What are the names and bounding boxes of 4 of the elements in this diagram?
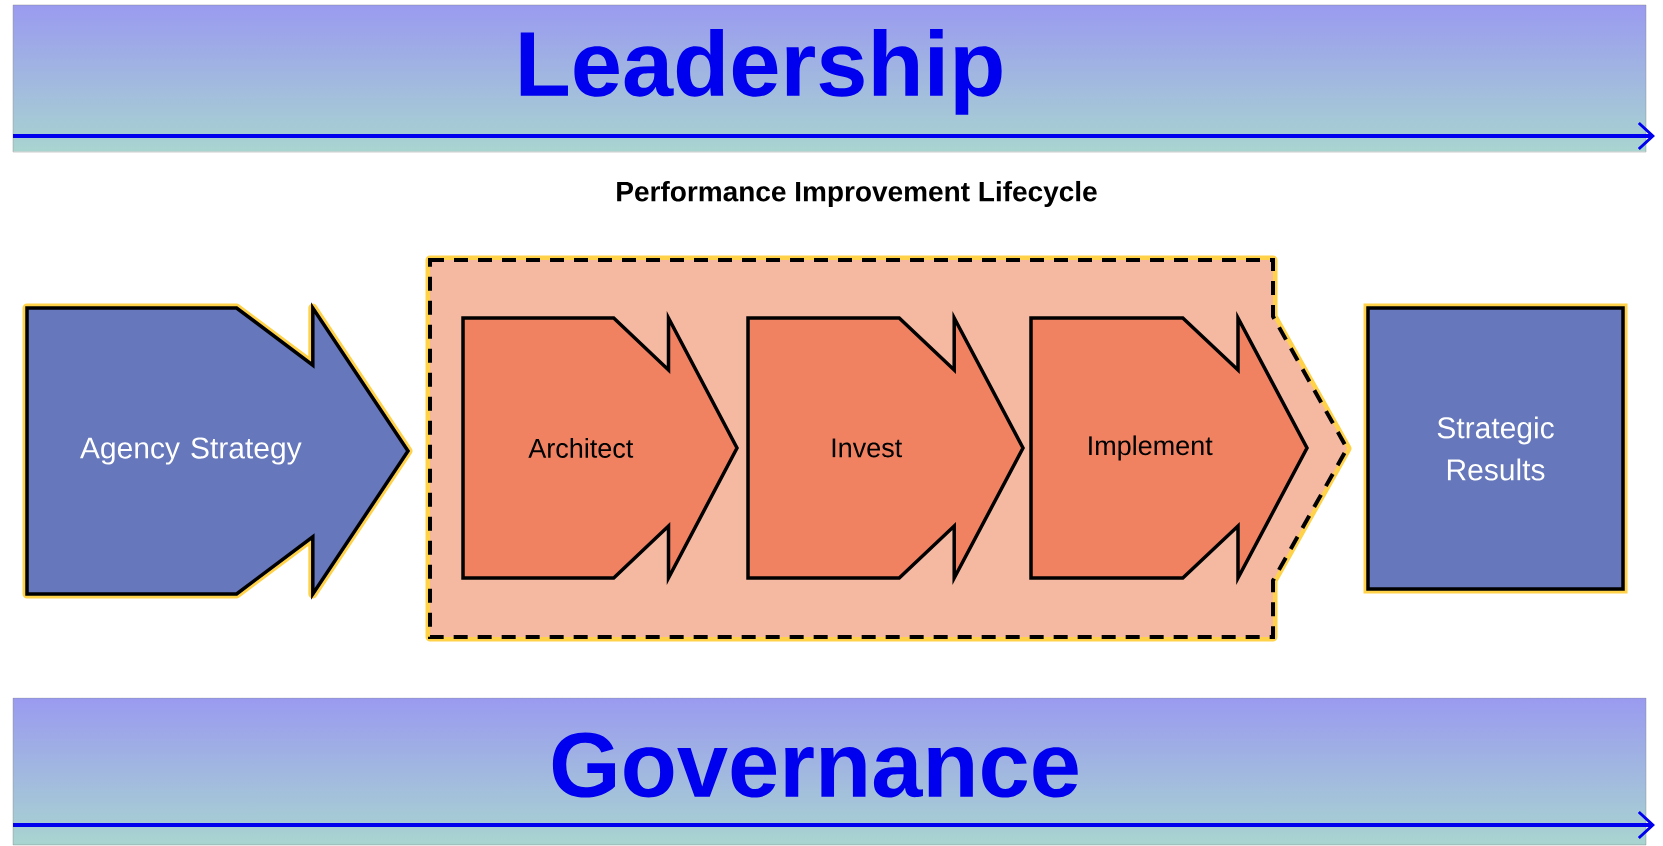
node-label: Performance Improvement Lifecycle — [617, 180, 1097, 208]
banner: Governance — [12, 697, 1655, 846]
result-box: Strategic Results — [1363, 303, 1628, 594]
banner: Leadership — [12, 4, 1655, 153]
